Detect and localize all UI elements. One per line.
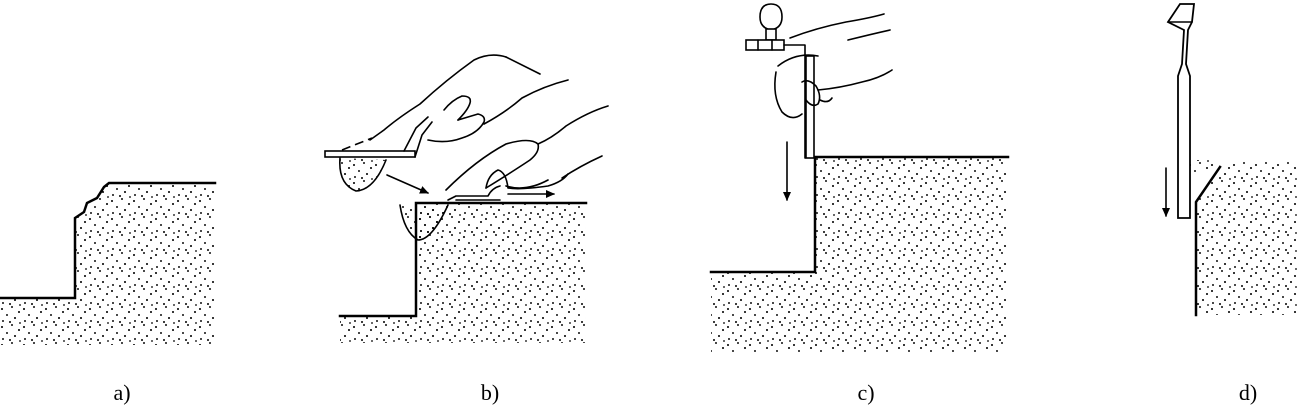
- hand-upper-icon: [341, 54, 569, 151]
- trowel-with-soil: [324, 116, 433, 192]
- panel-d-label: d): [1239, 380, 1257, 405]
- cutting-tool: [745, 3, 815, 159]
- trowel-on-surface: [447, 185, 501, 201]
- soil-step-a: [0, 181, 217, 345]
- panel-c-label: c): [857, 380, 874, 405]
- hand-c-icon: [774, 13, 893, 119]
- panel-c: [709, 3, 1010, 352]
- panel-a-label: a): [113, 380, 130, 405]
- panel-b: [324, 54, 609, 343]
- soil-top-d: [1188, 160, 1215, 172]
- arrow-soil-to-corner: [386, 174, 429, 194]
- soil-step-b: [338, 201, 588, 343]
- soil-lump-corner: [399, 204, 449, 241]
- soil-step-c: [709, 155, 1010, 352]
- soil-bank-d: [1194, 162, 1297, 317]
- spade-tool: [1166, 3, 1196, 219]
- panel-d: [1162, 3, 1297, 317]
- hand-lower-icon: [445, 105, 609, 191]
- panel-b-label: b): [481, 380, 499, 405]
- panel-a: [0, 181, 217, 345]
